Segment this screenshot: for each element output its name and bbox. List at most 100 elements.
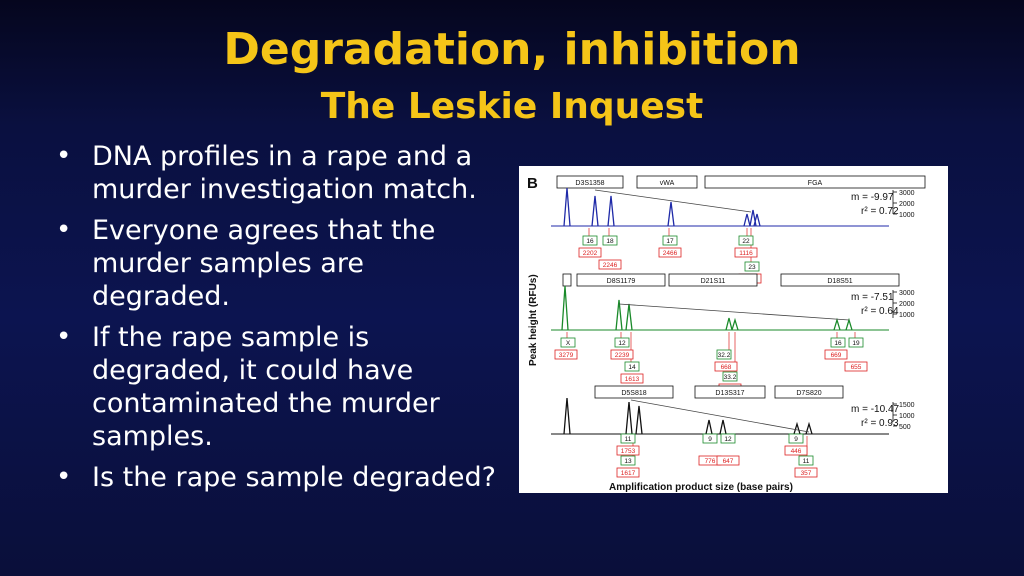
allele-box bbox=[738, 235, 754, 246]
bullet-icon: • bbox=[56, 462, 72, 492]
scale-tick-label: 2000 bbox=[899, 201, 915, 208]
allele-label: 19 bbox=[852, 340, 860, 347]
peak-height-box bbox=[824, 349, 848, 360]
allele-box bbox=[624, 361, 640, 372]
peak-height-label: 1617 bbox=[621, 470, 636, 477]
allele-label: 23 bbox=[748, 264, 756, 271]
locus-box bbox=[576, 273, 666, 287]
bullet-item: •DNA profiles in a rape and a murder inv… bbox=[50, 140, 510, 206]
bullet-item: •If the rape sample is degraded, it coul… bbox=[50, 321, 510, 453]
trace-peak bbox=[667, 201, 675, 227]
peak-height-label: 2466 bbox=[663, 250, 678, 257]
regression-r2: r² = 0.64 bbox=[861, 306, 899, 317]
locus-label: D7S820 bbox=[796, 390, 821, 397]
locus-box bbox=[636, 175, 698, 189]
peak-height-box bbox=[714, 361, 738, 372]
allele-box bbox=[662, 235, 678, 246]
trace-peak bbox=[753, 213, 761, 227]
peak-height-label: 1613 bbox=[625, 376, 640, 383]
allele-label: 11 bbox=[625, 436, 632, 443]
locus-label: D18S51 bbox=[827, 278, 852, 285]
scale-tick-label: 1000 bbox=[899, 413, 915, 420]
allele-box bbox=[620, 455, 636, 466]
peak-height-box bbox=[620, 373, 644, 384]
trace-peak bbox=[845, 317, 853, 331]
regression-slope: m = -7.51 bbox=[851, 292, 894, 303]
regression-slope: m = -9.97 bbox=[851, 192, 894, 203]
allele-box bbox=[744, 261, 760, 272]
bullet-item: • Is the rape sample degraded? bbox=[50, 461, 510, 494]
allele-label: X bbox=[566, 340, 571, 347]
allele-box bbox=[560, 337, 576, 348]
peak-height-box bbox=[554, 349, 578, 360]
trace-peak bbox=[561, 285, 569, 331]
peak-height-label: 446 bbox=[791, 448, 802, 455]
peak-height-label: 669 bbox=[831, 352, 842, 359]
scale-tick-label: 1500 bbox=[899, 402, 915, 409]
trace-peak bbox=[719, 419, 727, 435]
peak-height-label: 647 bbox=[723, 458, 734, 465]
bullet-text: If the rape sample is degraded, it could… bbox=[92, 322, 440, 452]
allele-label: 32.2 bbox=[718, 352, 731, 359]
bullet-icon: • bbox=[56, 141, 72, 171]
allele-box bbox=[848, 337, 864, 348]
locus-box bbox=[668, 273, 758, 287]
allele-box bbox=[620, 433, 636, 444]
trace-peak bbox=[563, 187, 571, 227]
trace-peak bbox=[607, 195, 615, 227]
locus-box bbox=[780, 273, 900, 287]
bullet-item: • Everyone agrees that the murder samples… bbox=[50, 214, 510, 313]
peak-height-box bbox=[716, 455, 740, 466]
locus-label: D21S11 bbox=[701, 278, 726, 285]
allele-box bbox=[798, 455, 814, 466]
peak-height-box bbox=[844, 361, 868, 372]
locus-box bbox=[774, 385, 844, 399]
degradation-trend-line bbox=[630, 399, 810, 433]
locus-box bbox=[562, 273, 572, 287]
allele-box bbox=[614, 337, 630, 348]
scale-tick-label: 1000 bbox=[899, 212, 915, 219]
locus-box bbox=[694, 385, 766, 399]
allele-box bbox=[702, 433, 718, 444]
peak-height-box bbox=[578, 247, 602, 258]
allele-label: 11 bbox=[803, 458, 810, 465]
scale-tick-label: 2000 bbox=[899, 301, 915, 308]
locus-label: FGA bbox=[808, 180, 823, 187]
bullet-text: Is the rape sample degraded? bbox=[92, 462, 496, 493]
peak-height-box bbox=[616, 467, 640, 478]
peak-height-box bbox=[734, 247, 758, 258]
scale-tick-label: 3000 bbox=[899, 290, 915, 297]
scale-tick-label: 500 bbox=[899, 424, 911, 431]
allele-label: 13 bbox=[624, 458, 632, 465]
y-axis-label: Peak height (RFUs) bbox=[528, 274, 539, 366]
bullet-icon: • bbox=[56, 215, 72, 245]
peak-height-label: 357 bbox=[801, 470, 812, 477]
peak-height-label: 668 bbox=[721, 364, 732, 371]
electropherogram-svg: B Peak height (RFUs) Amplification produ… bbox=[527, 175, 926, 493]
peak-height-label: 3279 bbox=[559, 352, 574, 359]
trace-peak bbox=[725, 317, 733, 331]
allele-label: 22 bbox=[742, 238, 750, 245]
trace-peak bbox=[805, 421, 813, 435]
trace-peak bbox=[615, 299, 623, 331]
allele-box bbox=[720, 433, 736, 444]
peak-height-label: 1753 bbox=[621, 448, 636, 455]
allele-label: 9 bbox=[708, 436, 712, 443]
peak-height-label: 2239 bbox=[615, 352, 630, 359]
allele-label: 33.2 bbox=[724, 374, 737, 381]
peak-height-box bbox=[784, 445, 808, 456]
trace-peak bbox=[625, 303, 633, 331]
scale-tick-label: 3000 bbox=[899, 190, 915, 197]
regression-slope: m = -10.47 bbox=[851, 404, 900, 415]
trace-peak bbox=[563, 397, 571, 435]
degradation-trend-line bbox=[594, 189, 752, 213]
allele-box bbox=[788, 433, 804, 444]
allele-label: 9 bbox=[794, 436, 798, 443]
trace-peak bbox=[833, 317, 841, 331]
peak-height-box bbox=[794, 467, 818, 478]
locus-box bbox=[704, 175, 926, 189]
trace-peak bbox=[793, 421, 801, 435]
trace-peak bbox=[635, 405, 643, 435]
bullet-text: Everyone agrees that the murder samples … bbox=[92, 215, 436, 312]
peak-height-label: 2202 bbox=[583, 250, 598, 257]
